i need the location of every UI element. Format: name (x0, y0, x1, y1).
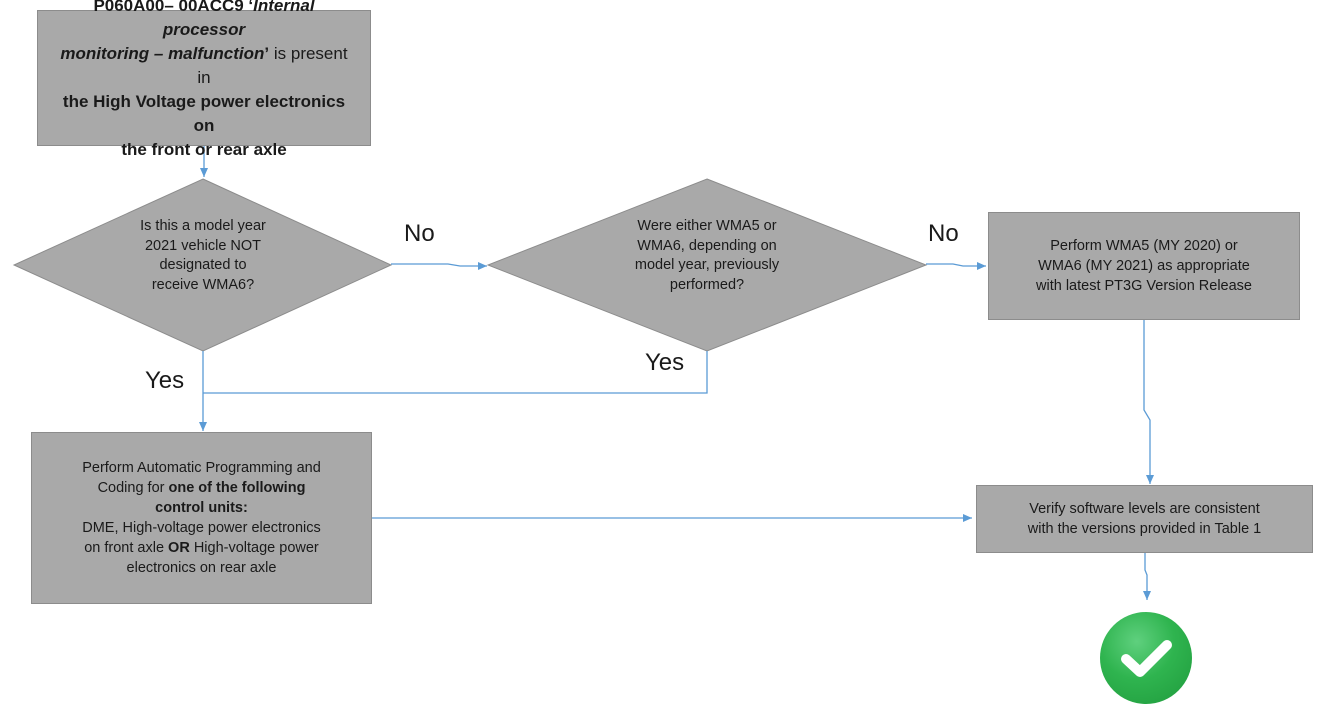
programming-line: Coding for one of the following (97, 480, 306, 496)
wma-process-line: Perform WMA5 (MY 2020) or (1050, 238, 1238, 254)
programming-line: DME, High-voltage power electronics (82, 520, 321, 536)
programming-process-box: Perform Automatic Programming and Coding… (31, 432, 372, 604)
check-circle-icon (1100, 612, 1192, 704)
decision2-line: performed? (669, 277, 745, 294)
decision1-line: receive WMA6? (151, 277, 255, 294)
verify-line: Verify software levels are consistent (1029, 501, 1260, 517)
decision1-text: Is this a model year 2021 vehicle NOT de… (100, 217, 306, 296)
verify-box: Verify software levels are consistent wi… (976, 485, 1313, 553)
decision2-line: WMA6, depending on (637, 237, 777, 254)
start-box-text: P060A00– 00ACC9 ‘Internal processor monit… (52, 0, 356, 162)
start-box: P060A00– 00ACC9 ‘Internal processor monit… (37, 0, 371, 159)
connector-verify-to-end (1143, 553, 1151, 600)
programming-line: on front axle OR High-voltage power (84, 540, 319, 556)
start-text-run: the High Voltage power electronics on (62, 92, 346, 136)
connector-decision2-yes (203, 351, 708, 394)
programming-line: Perform Automatic Programming and (82, 460, 321, 476)
label-no-decision2: No (928, 220, 959, 247)
decision2-line: Were either WMA5 or (637, 218, 777, 234)
decision1-line: Is this a model year (140, 218, 266, 234)
connector-decision2-no (926, 262, 986, 270)
verify-line: with the versions provided in Table 1 (1027, 521, 1262, 537)
wma-process-line: WMA6 (MY 2021) as appropriate (1038, 258, 1250, 274)
connector-wma-to-verify (1143, 320, 1154, 484)
wma-process-line: with latest PT3G Version Release (1036, 278, 1252, 294)
start-text-run: the front or rear axle (121, 140, 287, 160)
label-yes-decision2: Yes (645, 349, 685, 376)
decision2-text: Were either WMA5 or WMA6, depending on m… (597, 217, 817, 296)
label-yes-decision1: Yes (145, 367, 185, 394)
label-no-decision1: No (404, 220, 435, 247)
start-text-run: is present in (197, 43, 348, 87)
start-text-run: Internal processor (162, 0, 315, 39)
decision1-line: designated to (159, 257, 247, 274)
programming-line: control units: (155, 500, 248, 516)
start-text-run: ’ (264, 43, 270, 63)
decision1-line: 2021 vehicle NOT (144, 237, 262, 254)
programming-line: electronics on rear axle (126, 560, 277, 576)
connector-decision1-no (391, 262, 487, 270)
decision2-line: model year, previously (634, 257, 780, 274)
start-text-run: monitoring – malfunction (60, 43, 265, 63)
wma-process-box: Perform WMA5 (MY 2020) or WMA6 (MY 2021)… (988, 212, 1300, 320)
start-text-run: P060A00– 00ACC9 ‘ (93, 0, 254, 15)
